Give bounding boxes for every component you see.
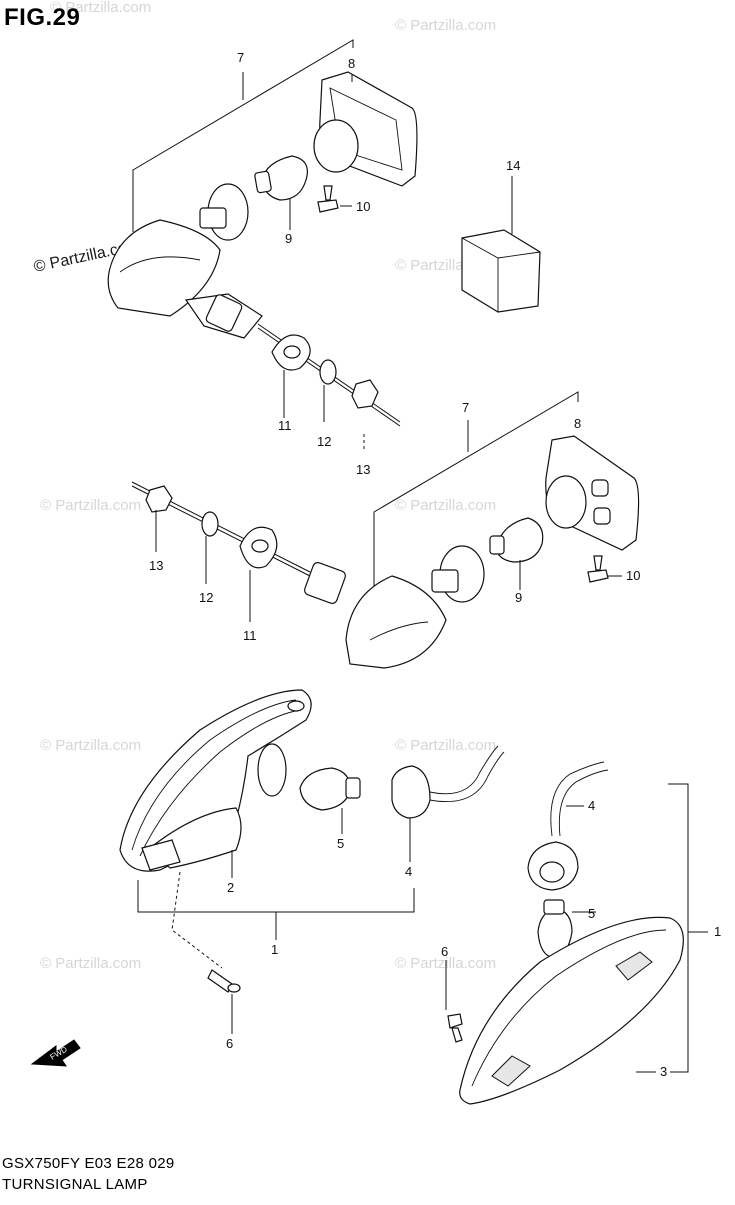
- callout-label: 7: [462, 400, 469, 415]
- callout-label: 11: [243, 628, 257, 643]
- nut-13: [351, 379, 379, 409]
- callout-label: 13: [149, 558, 163, 573]
- watermark: © Partzilla.com: [50, 0, 151, 16]
- watermark: © Partzilla.com: [40, 737, 141, 754]
- section-name: TURNSIGNAL LAMP: [2, 1176, 148, 1193]
- callout-label: 1: [714, 924, 721, 939]
- upper-turnsignal-assembly: 7 8 14 10 9 11 12 13: [107, 39, 541, 477]
- callout-label: 6: [441, 944, 448, 959]
- callout-label: 8: [348, 56, 355, 71]
- bulb-9: [261, 155, 308, 201]
- screw-10: [587, 569, 609, 583]
- bulb-5: [299, 767, 351, 811]
- watermark: © Partzilla.com: [40, 497, 141, 514]
- callout-label: 14: [506, 158, 520, 173]
- callout-label: 3: [660, 1064, 667, 1079]
- callout-label: 5: [337, 836, 344, 851]
- screw-6: [207, 969, 233, 993]
- watermark: © Partzilla.com: [40, 955, 141, 972]
- callout-label: 4: [405, 864, 412, 879]
- callout-label: 9: [515, 590, 522, 605]
- socket-4: [391, 765, 431, 819]
- callout-label: 13: [356, 462, 370, 477]
- figure-title: FIG.29: [4, 4, 81, 31]
- callout-label: 10: [356, 199, 370, 214]
- watermark: © Partzilla.com: [395, 737, 496, 754]
- callout-label: 1: [271, 942, 278, 957]
- callout-label: 4: [588, 798, 595, 813]
- watermark: © Partzilla.com: [395, 497, 496, 514]
- callout-label: 8: [574, 416, 581, 431]
- bulb-9: [495, 517, 544, 563]
- callout-label: 12: [317, 434, 331, 449]
- callout-label: 6: [226, 1036, 233, 1051]
- fwd-arrow-icon: FWD: [30, 1039, 81, 1067]
- watermark: © Partzilla.com: [395, 17, 496, 34]
- watermarks: © Partzilla.com © Partzilla.com © Partzi…: [32, 0, 496, 972]
- nut-13: [145, 485, 173, 513]
- screw-10: [317, 199, 339, 213]
- housing-middle: [345, 575, 447, 669]
- washer-12: [201, 511, 219, 537]
- relay-14: [461, 229, 541, 313]
- model-code: GSX750FY E03 E28 029: [2, 1155, 175, 1172]
- lower-right-turnsignal: 4 5 1 6 3: [441, 761, 721, 1105]
- washer-12: [319, 359, 337, 385]
- lower-left-turnsignal: FWD 5 4 2 1 6: [30, 689, 505, 1067]
- callout-label: 11: [278, 418, 292, 433]
- callout-label: 12: [199, 590, 213, 605]
- callout-label: 5: [588, 906, 595, 921]
- callout-label: 10: [626, 568, 640, 583]
- middle-turnsignal-assembly: 7 8 13 12 11 9 10: [131, 391, 640, 669]
- callout-label: 7: [237, 50, 244, 65]
- housing-upper: [107, 219, 221, 317]
- screw-6: [447, 1013, 463, 1029]
- callout-label: 9: [285, 231, 292, 246]
- callout-label: 2: [227, 880, 234, 895]
